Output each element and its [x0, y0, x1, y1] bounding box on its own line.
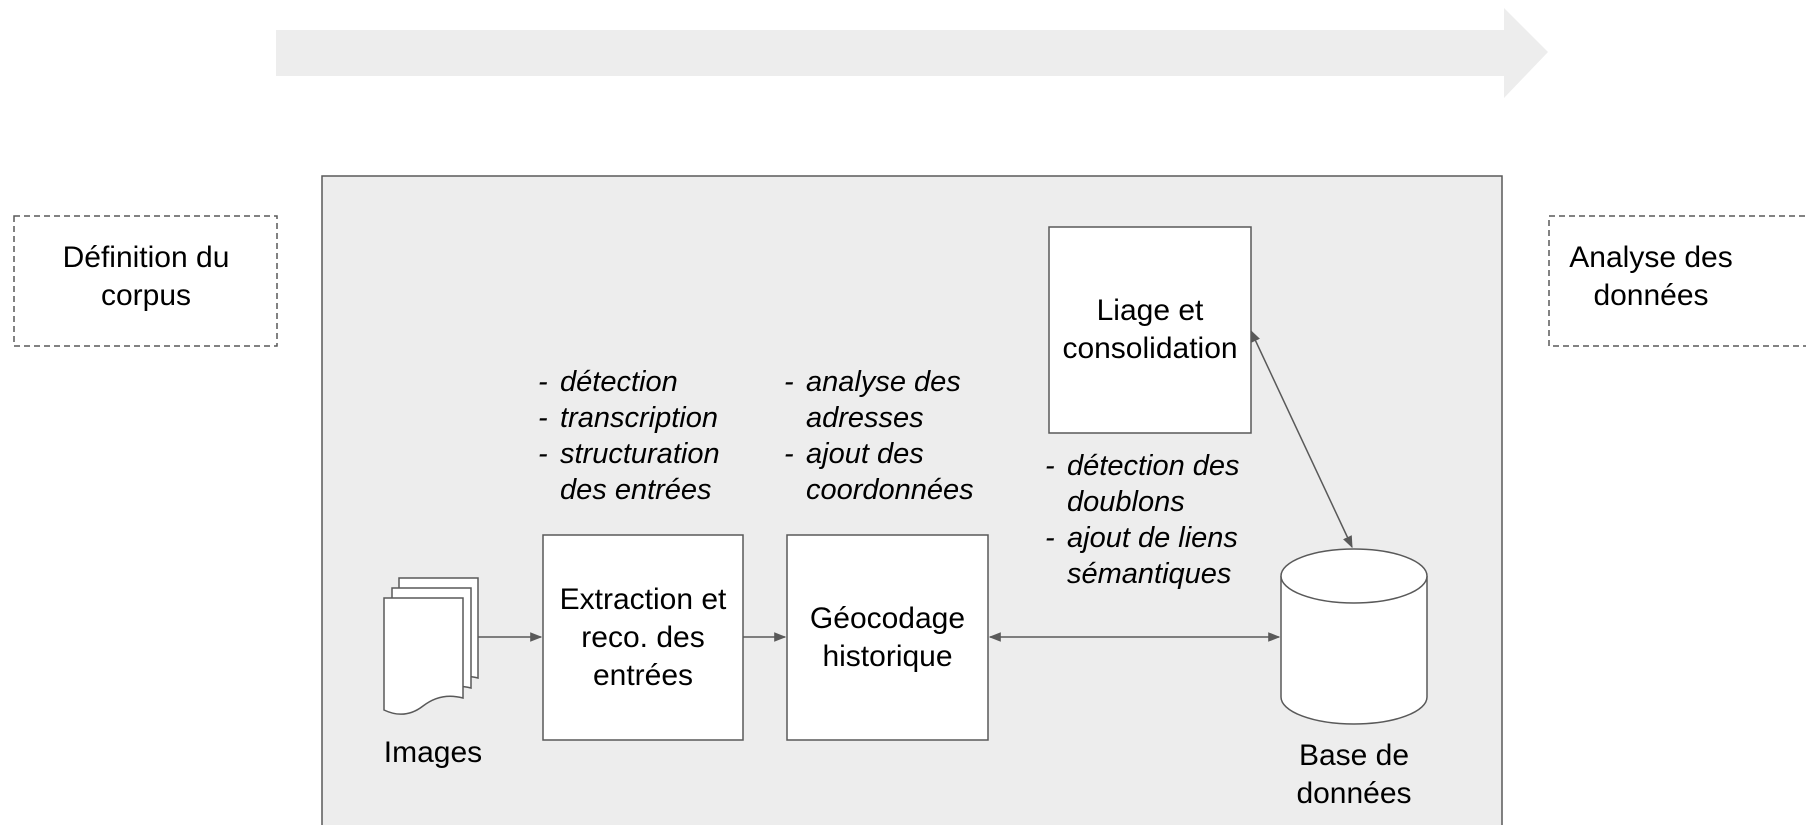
note-item: -détection: [538, 366, 678, 398]
stage-box-left: [13, 215, 278, 347]
geocoding-label: Géocodage historique: [809, 602, 966, 673]
extraction-box: [542, 534, 744, 741]
stage-box-right: [1548, 215, 1806, 347]
linking-notes: -détection des doublons -ajout de liens …: [1045, 448, 1255, 592]
linking-database-connector: [1250, 329, 1353, 549]
extraction-label: Extraction et reco. des entrées: [559, 583, 727, 692]
linking-label: Liage et consolidation: [1062, 294, 1238, 365]
note-item: -ajout des coordonnées: [784, 438, 974, 506]
geocoding-box: [786, 534, 989, 741]
geocoding-notes: -analyse des adresses -ajout des coordon…: [784, 364, 984, 508]
database-cylinder-icon: [1280, 548, 1428, 725]
stage-left-label: Définition du corpus: [62, 241, 230, 312]
note-item: -ajout de liens sémantiques: [1045, 522, 1238, 590]
linking-box: [1048, 226, 1252, 434]
note-item: -transcription: [538, 402, 718, 434]
note-item: -analyse des adresses: [784, 366, 961, 434]
note-item: -détection des doublons: [1045, 450, 1240, 518]
database-caption: Base de données: [1296, 739, 1412, 810]
images-document-icon: [383, 577, 479, 715]
images-caption: Images: [383, 736, 483, 769]
extraction-notes: -détection -transcription -structuration…: [538, 364, 738, 508]
note-item: -structuration des entrées: [538, 438, 720, 506]
stage-right-label: Analyse des données: [1569, 241, 1733, 312]
process-direction-arrow: [276, 8, 1548, 98]
